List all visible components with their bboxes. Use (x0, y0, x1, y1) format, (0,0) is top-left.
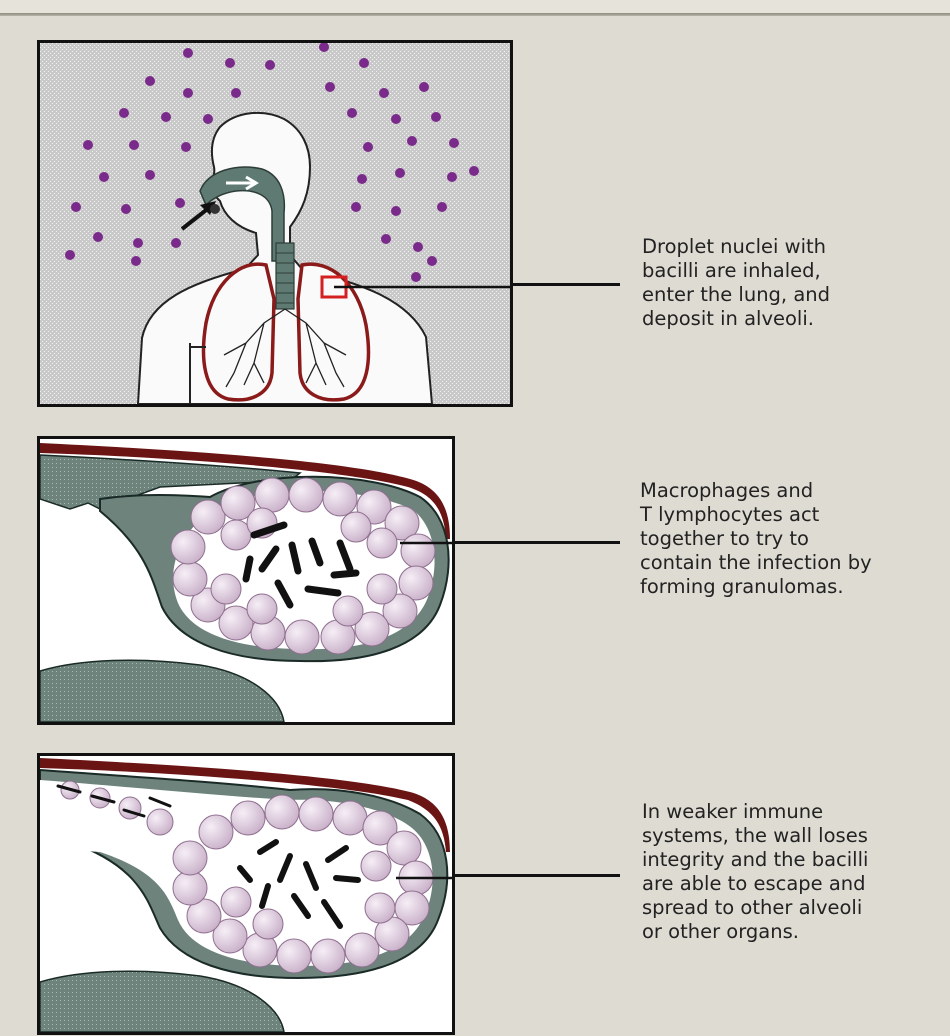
top-border (0, 0, 950, 16)
caption-inhalation: Droplet nuclei with bacilli are inhaled,… (642, 235, 830, 331)
escape-illustration (40, 756, 452, 1032)
caption-escape: In weaker immune systems, the wall loses… (642, 800, 868, 944)
tissue-lower-3 (40, 971, 284, 1032)
granuloma-panel (37, 436, 455, 725)
escape-panel (37, 753, 455, 1035)
granuloma-illustration (40, 439, 452, 722)
inhalation-panel (37, 40, 513, 407)
leader-line-3 (452, 874, 620, 877)
leader-line-2 (452, 541, 620, 544)
leader-line-1 (510, 283, 620, 286)
caption-granuloma: Macrophages and T lymphocytes act togeth… (640, 479, 872, 599)
inhalation-illustration (40, 43, 510, 404)
tissue-lower (40, 660, 284, 722)
